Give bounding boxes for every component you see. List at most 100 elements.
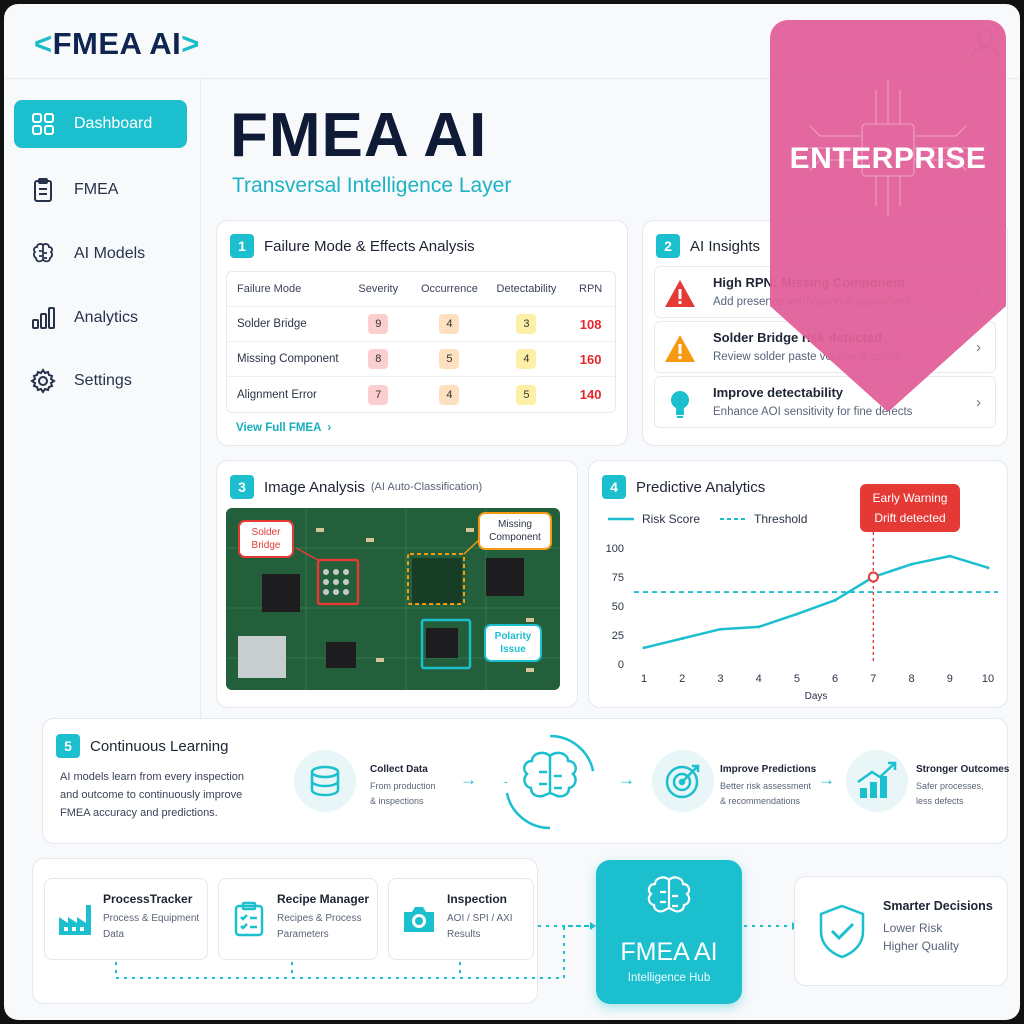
warning-line: Drift detected: [874, 511, 946, 525]
occurrence-badge: 5: [439, 349, 460, 369]
header-divider: [4, 78, 1020, 79]
enterprise-banner: [770, 20, 1006, 412]
risk-score-point: [795, 612, 799, 616]
arrow-right-icon: →: [460, 770, 477, 789]
risk-score-point: [948, 554, 952, 558]
step-subtitle: Safer processes,less defects: [916, 781, 984, 806]
section-number: 2: [656, 234, 680, 258]
section-number: 1: [230, 234, 254, 258]
shield-check-icon: [819, 904, 865, 959]
x-tick-label: 4: [756, 673, 762, 685]
sidebar-item-settings[interactable]: Settings: [14, 357, 187, 405]
brain-icon: [647, 876, 691, 913]
gear-icon: [30, 368, 56, 394]
sidebar-item-analytics[interactable]: Analytics: [14, 294, 187, 342]
failure-mode-cell: Solder Bridge: [237, 318, 307, 330]
sidebar-item-label: Settings: [74, 372, 132, 389]
target-icon: [665, 764, 700, 799]
factory-icon: [59, 905, 91, 935]
enterprise-label: ENTERPRISE: [789, 142, 987, 175]
brain-icon: [33, 243, 53, 263]
sidebar-item-label: Analytics: [74, 309, 139, 326]
image-analysis-title: 3 Image Analysis (AI Auto-Classification…: [230, 475, 482, 499]
hub-subtitle: Intelligence Hub: [627, 972, 711, 984]
column-header[interactable]: Detectability: [496, 283, 557, 295]
x-tick-label: 6: [832, 673, 838, 685]
y-tick-label: 75: [612, 572, 624, 584]
risk-score-line: [643, 554, 989, 650]
failure-mode-cell: Alignment Error: [237, 388, 317, 401]
fmea-card: [216, 220, 628, 446]
sidebar-divider: [200, 78, 201, 718]
table-row[interactable]: Missing Component 8 5 4 160: [227, 342, 615, 377]
y-tick-label: 100: [606, 543, 624, 555]
sidebar-item-ai-models[interactable]: AI Models: [14, 230, 187, 278]
chevron-right-icon: ›: [976, 394, 981, 411]
x-tick-label: 7: [870, 673, 876, 685]
rpn-value: 108: [579, 316, 602, 332]
clipboard-icon: [34, 178, 52, 202]
brain-cycle-icon: [504, 734, 596, 830]
source-title: Inspection: [447, 892, 508, 906]
hub-title: FMEA AI: [620, 938, 718, 966]
pcb-image[interactable]: Solder Bridge Missing Component Polarity…: [226, 508, 560, 690]
detectability-badge: 5: [516, 384, 537, 405]
y-tick-label: 25: [612, 630, 624, 642]
step-title: Collect Data: [370, 764, 428, 775]
view-full-fmea-link[interactable]: View Full FMEA ›: [236, 422, 332, 434]
early-warning-badge[interactable]: Early Warning Drift detected: [860, 484, 960, 532]
chart-legend: Risk Score Threshold: [608, 512, 807, 526]
y-tick-label: 50: [612, 601, 624, 613]
database-step-circle: [294, 750, 356, 812]
growth-chart-icon: [857, 761, 897, 798]
detectability-badge: 3: [516, 314, 537, 334]
warning-line: Early Warning: [872, 491, 948, 505]
column-header[interactable]: Failure Mode: [237, 283, 302, 295]
table-row[interactable]: Solder Bridge 9 4 3 108: [227, 307, 615, 342]
continuous-learning-title: 5 Continuous Learning: [56, 734, 228, 758]
x-tick-label: 9: [947, 673, 953, 685]
step-title: Improve Predictions: [720, 764, 817, 775]
column-header[interactable]: Occurrence: [420, 283, 478, 295]
insight-title: Improve detectability: [713, 385, 844, 400]
solder-bridge-callout: Solder Bridge: [238, 520, 294, 558]
occurrence-badge: 4: [439, 314, 460, 334]
x-tick-label: 8: [908, 673, 914, 685]
step-subtitle: From production& inspections: [370, 781, 436, 806]
intelligence-hub[interactable]: FMEA AI Intelligence Hub: [596, 860, 742, 1004]
insights-title-text: AI Insights: [690, 237, 761, 255]
column-header[interactable]: RPN: [579, 283, 603, 295]
detectability-badge: 4: [516, 349, 537, 369]
severity-badge: 7: [368, 384, 389, 405]
predictive-title-text: Predictive Analytics: [636, 478, 766, 496]
app-logo[interactable]: <FMEA AI>: [34, 26, 200, 61]
chevron-right-icon: ›: [976, 339, 981, 356]
checklist-icon: [234, 901, 264, 937]
section-number: 5: [56, 734, 80, 758]
rpn-value: 160: [579, 351, 602, 367]
sidebar-item-dashboard[interactable]: Dashboard: [14, 100, 187, 148]
polarity-issue-callout: Polarity Issue: [484, 624, 542, 662]
legend-entry: Risk Score: [642, 512, 701, 526]
insight-item[interactable]: Improve detectability Enhance AOI sensit…: [654, 376, 996, 428]
risk-score-point: [718, 627, 722, 631]
fmea-card-title: 1 Failure Mode & Effects Analysis: [230, 234, 475, 258]
fmea-table: Failure Mode Severity Occurrence Detecta…: [226, 271, 616, 413]
insight-subtitle: Enhance AOI sensitivity for fine defects: [713, 406, 913, 418]
x-tick-label: 10: [982, 673, 994, 685]
step-title: Stronger Outcomes: [916, 764, 1010, 775]
column-header[interactable]: Severity: [358, 283, 399, 295]
table-row[interactable]: Alignment Error 7 4 5 140: [227, 377, 615, 412]
growth-step-circle: [846, 750, 908, 812]
sidebar-item-fmea[interactable]: FMEA: [14, 166, 187, 214]
sidebar-item-label: AI Models: [74, 245, 146, 262]
